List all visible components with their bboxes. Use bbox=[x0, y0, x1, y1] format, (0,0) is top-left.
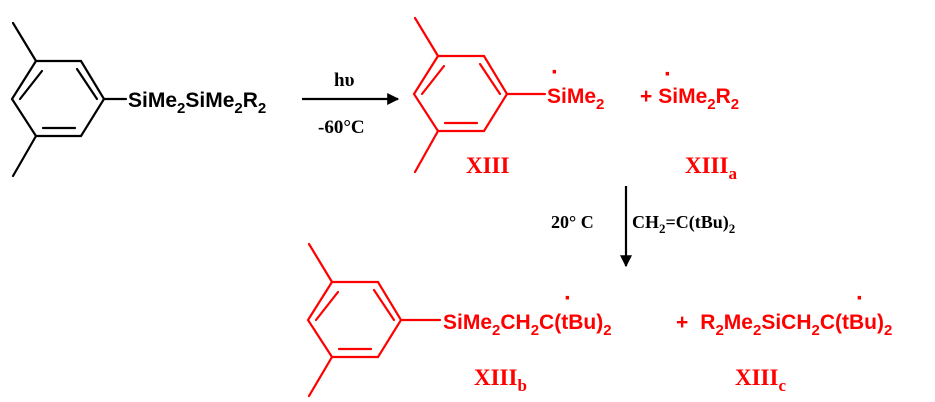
photolysis-condition: hυ bbox=[334, 70, 355, 91]
xiiib-radical-dot: · bbox=[564, 285, 572, 312]
xiiia-formula: +SiMe2R2 bbox=[640, 85, 739, 113]
xiiic-label: XIIIc bbox=[735, 365, 786, 395]
xiiic-formula: +R2Me2SiCH2C(tBu)2 bbox=[676, 311, 892, 339]
xiiib-label: XIIIb bbox=[474, 365, 527, 395]
alkene-reagent: CH2=C(tBu)2 bbox=[632, 212, 735, 236]
xiiib-benzene-ring bbox=[306, 242, 442, 398]
reactant-substituent: SiMe2SiMe2R2 bbox=[128, 89, 266, 117]
xiiic-radical-dot: · bbox=[856, 285, 864, 312]
xiiia-radical-dot: · bbox=[664, 61, 672, 88]
xiii-label: XIII bbox=[466, 153, 510, 178]
xiii-benzene-ring bbox=[412, 16, 547, 174]
temperature-condition: -60°C bbox=[318, 117, 365, 138]
addition-temperature: 20° C bbox=[551, 212, 594, 232]
reactant-methyl-bottom bbox=[11, 134, 38, 178]
xiiia-label: XIIIa bbox=[685, 153, 737, 183]
reactant-methyl-top bbox=[11, 21, 38, 63]
xiiib-substituent: SiMe2CH2C(tBu)2 bbox=[443, 311, 612, 339]
xiii-silyl-group: SiMe2 bbox=[547, 85, 604, 113]
reactant-benzene-ring bbox=[10, 21, 128, 178]
xiii-radical-dot: · bbox=[551, 59, 559, 86]
